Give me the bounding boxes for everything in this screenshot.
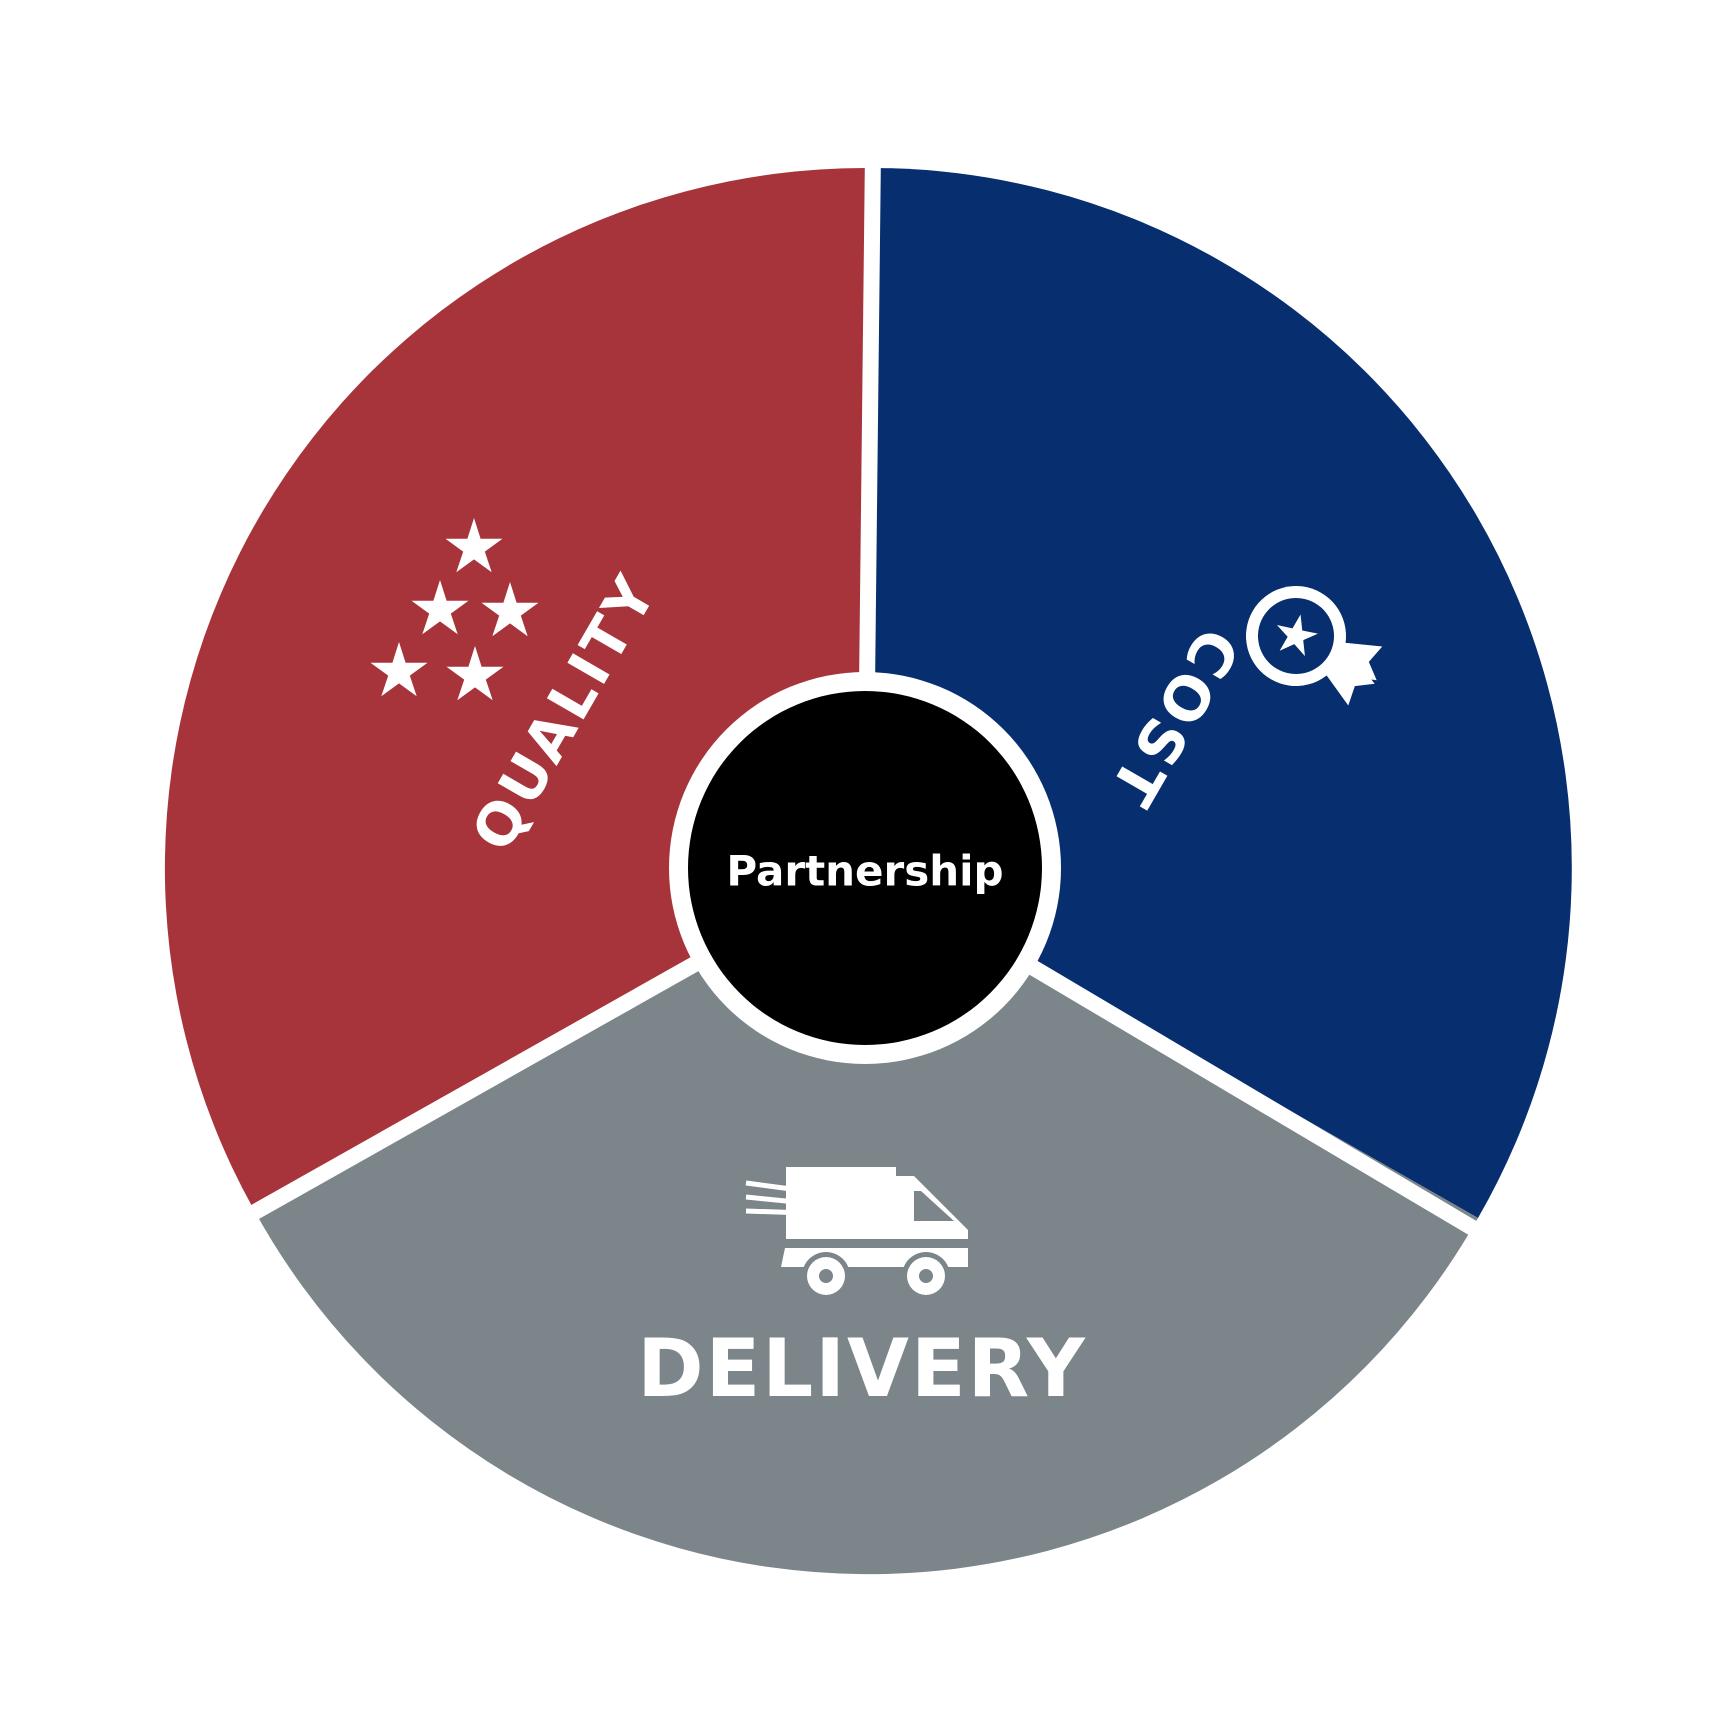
center-label: Partnership xyxy=(726,847,1003,896)
delivery-truck-icon xyxy=(745,1167,968,1300)
cost-segment xyxy=(865,167,1572,1219)
center-circle xyxy=(688,691,1042,1045)
badge-icon xyxy=(1246,586,1383,706)
delivery-label: DELIVERY xyxy=(637,1322,1087,1415)
stars-icon xyxy=(370,518,539,701)
